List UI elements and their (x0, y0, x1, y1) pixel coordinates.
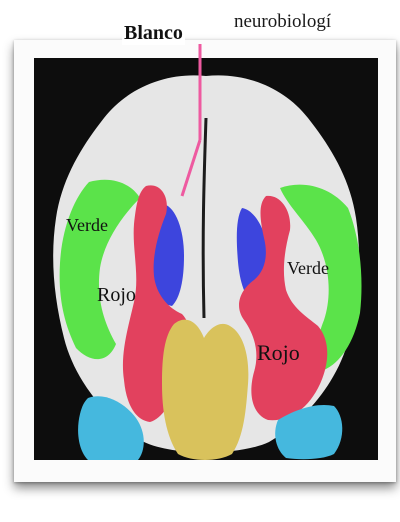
yellow-region (162, 320, 248, 460)
label-blanco: Blanco (122, 22, 185, 45)
header-text: neurobiologí (234, 11, 331, 33)
photo-frame (14, 40, 396, 482)
label-rojo-left: Rojo (97, 284, 136, 307)
label-rojo-right: Rojo (257, 340, 300, 366)
label-verde-right: Verde (287, 258, 329, 279)
label-verde-left: Verde (66, 215, 108, 236)
